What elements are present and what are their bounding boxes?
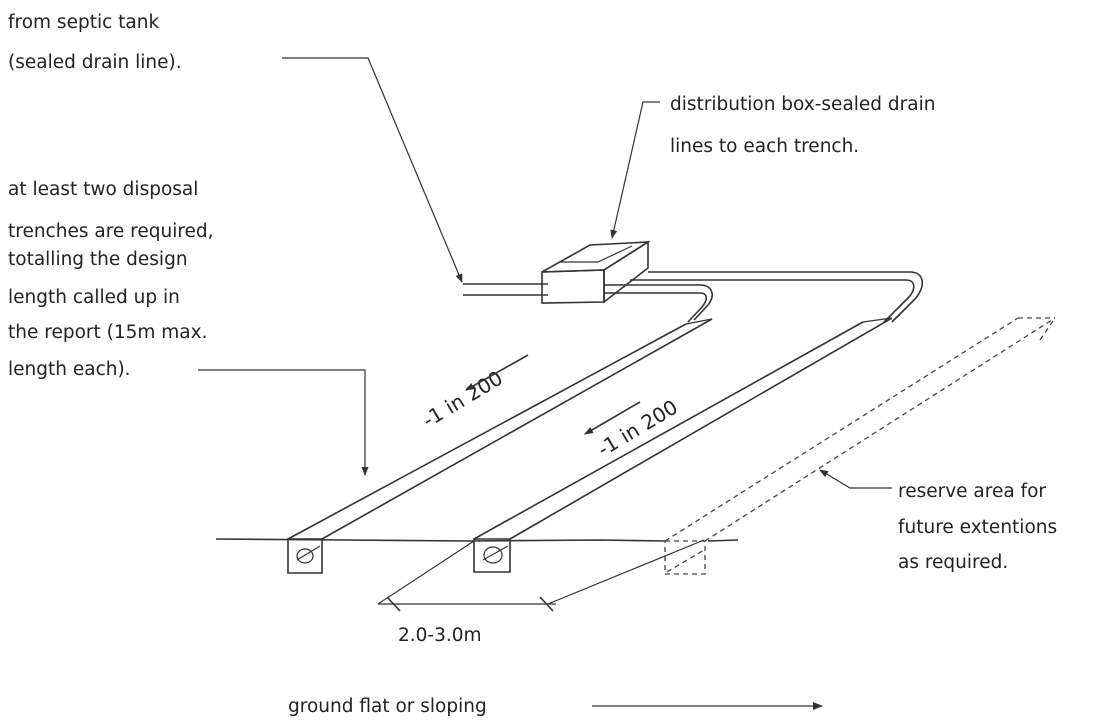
- disposal-trench-1: [287, 318, 713, 574]
- ground-label: ground flat or sloping: [288, 696, 487, 717]
- spacing-label: 2.0-3.0m: [398, 625, 482, 646]
- requirement-leader-line: [198, 369, 369, 476]
- ground-line: [215, 538, 666, 542]
- requirement-label-line1: at least two disposal: [8, 179, 198, 200]
- requirement-label-line2: trenches are required,: [8, 221, 214, 242]
- reserve-label-line2: future extentions: [898, 517, 1057, 538]
- reserve-label-line3: as required.: [898, 552, 1008, 573]
- distribution-label-line2: lines to each trench.: [670, 136, 859, 157]
- septic-label-line2: (sealed drain line).: [8, 52, 182, 73]
- trench-2-pipe: [483, 546, 503, 564]
- septic-inlet-pipe: [463, 283, 548, 296]
- requirement-label-line4: length called up in: [8, 287, 180, 308]
- ground-line-right: [707, 539, 739, 542]
- trench-1-pipe: [296, 548, 314, 564]
- slope-arrow-trench-2: [584, 401, 641, 435]
- requirement-label-line3: totalling the design: [8, 249, 188, 270]
- slope-label-trench-1: -1 in 200: [418, 366, 507, 432]
- distribution-box: [541, 240, 651, 304]
- requirement-label-line6: length each).: [8, 359, 131, 380]
- disposal-trench-2: [473, 317, 893, 573]
- reserve-trench-area: [664, 317, 1056, 575]
- outlet-pipe-to-trench-1: [604, 284, 713, 323]
- reserve-leader-line: [819, 469, 892, 489]
- distribution-leader-line: [610, 101, 660, 239]
- septic-label-line1: from septic tank: [8, 12, 159, 33]
- requirement-label-line5: the report (15m max.: [8, 322, 207, 343]
- septic-leader-line: [282, 57, 463, 283]
- outlet-pipe-to-trench-2: [630, 271, 923, 323]
- spacing-dimension: [377, 539, 705, 612]
- slope-label-trench-2: -1 in 200: [593, 395, 682, 461]
- distribution-label-line1: distribution box-sealed drain: [670, 94, 935, 115]
- reserve-label-line1: reserve area for: [898, 481, 1046, 502]
- slope-arrow-trench-1: [465, 354, 529, 391]
